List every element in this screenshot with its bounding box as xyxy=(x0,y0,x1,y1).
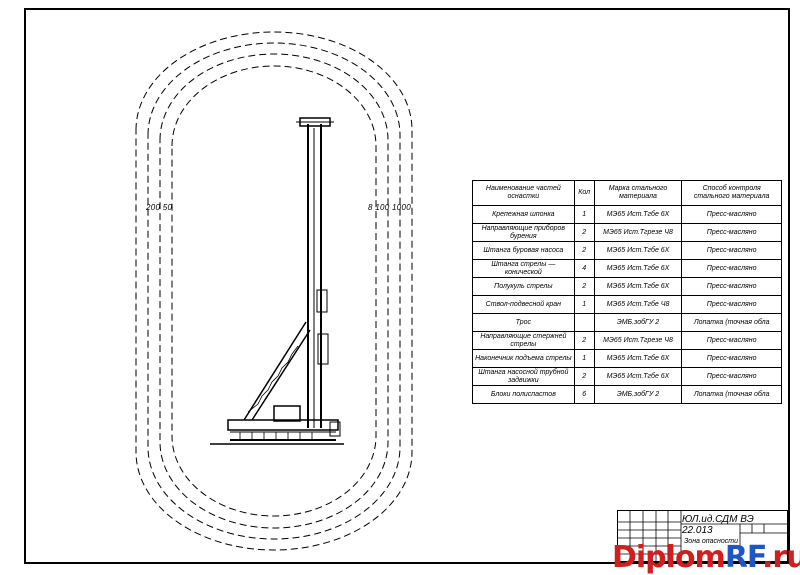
cell-part-name: Наконечник подъема стрелы xyxy=(472,349,575,368)
rig-cabin xyxy=(273,405,301,422)
rig-mast-block xyxy=(316,289,328,313)
cell-inspection-method: Пресс-масляно xyxy=(681,205,782,224)
cell-part-name: Штанга насосной трубной задвижки xyxy=(472,367,575,386)
zone-contour-1 xyxy=(135,31,413,551)
cell-quantity: 2 xyxy=(573,223,595,242)
cell-quantity: 6 xyxy=(573,385,595,404)
cell-inspection-method: Пресс-масляно xyxy=(681,349,782,368)
cell-material-grade: МЭ65 Ист.Тгрезе Ч8 xyxy=(593,223,683,242)
cell-inspection-method: Пресс-масляно xyxy=(681,241,782,260)
watermark-part-2: RF xyxy=(724,540,763,575)
cell-material-grade: МЭ65 Ист.Тгбе 6Х xyxy=(593,349,683,368)
rig-boom-lattice xyxy=(247,345,299,413)
watermark-part-3: .ru xyxy=(762,540,800,575)
table-header-row: Наименование частей оснастки Кол Марка с… xyxy=(472,180,782,206)
header-material-grade: Марка стального материала xyxy=(593,180,683,206)
cell-material-grade: МЭ65 Ист.Тгбе 6Х xyxy=(593,277,683,296)
cell-material-grade: МЭ65 Ист.Тгбе 6Х xyxy=(593,367,683,386)
rig-boom-lower xyxy=(251,329,311,421)
cell-inspection-method: Пресс-масляно xyxy=(681,277,782,296)
cell-part-name: Блоки полиспастов xyxy=(472,385,575,404)
equipment-spec-table: Наименование частей оснастки Кол Марка с… xyxy=(472,180,782,404)
cell-part-name: Полукуль стрелы xyxy=(472,277,575,296)
rig-boom-upper xyxy=(243,321,307,421)
cell-inspection-method: Пресс-масляно xyxy=(681,367,782,386)
title-block-grid xyxy=(617,510,788,562)
drawing-frame xyxy=(24,8,790,564)
cell-material-grade: МЭ65 Ист.Тгбе 6Х xyxy=(593,259,683,278)
rig-mast-clamp xyxy=(317,333,329,365)
cell-part-name: Трос xyxy=(472,313,575,332)
cell-quantity: 1 xyxy=(573,295,595,314)
cell-material-grade: МЭ65 Ист.Тгрезе Ч8 xyxy=(593,331,683,350)
header-quantity: Кол xyxy=(573,180,595,206)
document-code: ЮЛ.ид.СДМ ВЭ 22.013 xyxy=(682,514,754,536)
cell-material-grade: ЭМБ.зобГУ 2 xyxy=(593,385,683,404)
title-block: ЮЛ.ид.СДМ ВЭ 22.013 Зона опасности xyxy=(617,510,788,562)
cell-inspection-method: Пресс-масляно xyxy=(681,259,782,278)
cell-quantity: 2 xyxy=(573,331,595,350)
zone-contour-4 xyxy=(171,65,377,517)
cell-inspection-method: Лопатка (точная обла xyxy=(681,385,782,404)
cell-inspection-method: Пресс-масляно xyxy=(681,295,782,314)
rig-outrigger xyxy=(329,421,341,437)
cell-quantity: 1 xyxy=(573,349,595,368)
cell-material-grade: ЭМБ.зобГУ 2 xyxy=(593,313,683,332)
cell-material-grade: МЭ65 Ист.Тгбе 6Х xyxy=(593,205,683,224)
cell-material-grade: МЭ65 Ист.Тгбе 6Х xyxy=(593,241,683,260)
watermark-part-1: Diplom xyxy=(612,540,726,575)
cell-part-name: Направляющие приборов бурения xyxy=(472,223,575,242)
cell-part-name: Ствол-подвесной кран xyxy=(472,295,575,314)
cell-part-name: Направляющие стержней стрелы xyxy=(472,331,575,350)
sheet-title: Зона опасности xyxy=(684,538,738,545)
cell-quantity: 1 xyxy=(573,205,595,224)
cell-inspection-method: Пресс-масляно xyxy=(681,223,782,242)
cell-material-grade: МЭ65 Ист.Тгбе Ч8 xyxy=(593,295,683,314)
cell-quantity xyxy=(573,313,595,332)
zone-contour-2 xyxy=(147,42,401,540)
drilling-rig xyxy=(210,117,344,445)
cell-quantity: 2 xyxy=(573,241,595,260)
danger-zone-contours xyxy=(135,31,413,551)
header-part-name: Наименование частей оснастки xyxy=(472,180,575,206)
cell-inspection-method: Лопатка (точная обла xyxy=(681,313,782,332)
zone-label-left: 200 50 xyxy=(146,203,173,212)
zone-contour-3 xyxy=(159,53,389,529)
cell-part-name: Штанга буровая насоса xyxy=(472,241,575,260)
rig-carrier-body xyxy=(227,419,339,431)
header-inspection-method: Способ контроля стального материала xyxy=(681,180,782,206)
cell-part-name: Крепежная шпонка xyxy=(472,205,575,224)
zone-label-right: 8 100 1000 xyxy=(368,203,412,212)
cell-quantity: 4 xyxy=(573,259,595,278)
cell-inspection-method: Пресс-масляно xyxy=(681,331,782,350)
cell-quantity: 2 xyxy=(573,367,595,386)
rig-track-wheels xyxy=(239,432,313,440)
cell-part-name: Штанга стрелы — конической xyxy=(472,259,575,278)
cell-quantity: 2 xyxy=(573,277,595,296)
watermark-logo: DiplomRF.ru xyxy=(612,540,800,575)
